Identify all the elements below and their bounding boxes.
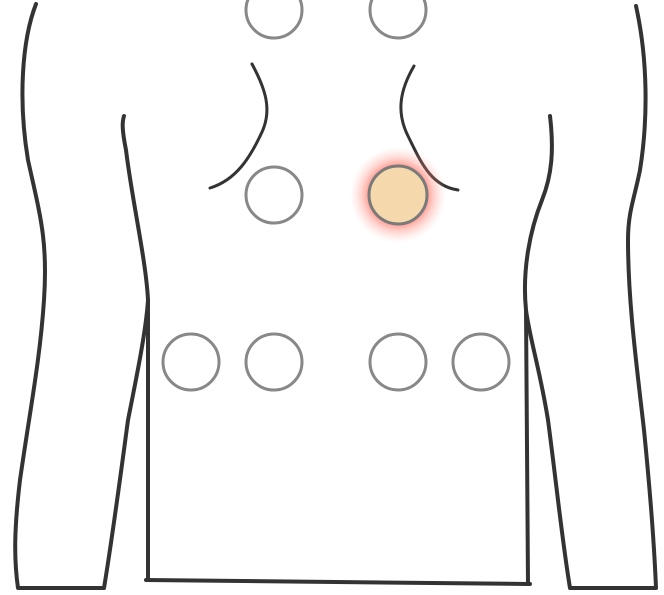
right-arm-inner-outline bbox=[526, 310, 528, 584]
left-ribcage-line bbox=[210, 64, 267, 188]
spot-middle-right-selected[interactable] bbox=[369, 166, 427, 224]
spot-upper-left[interactable] bbox=[246, 0, 302, 38]
waist-outline bbox=[146, 580, 530, 584]
spot-lower-far-left[interactable] bbox=[163, 334, 219, 390]
spot-lower-right[interactable] bbox=[370, 334, 426, 390]
spot-upper-right[interactable] bbox=[370, 0, 426, 38]
left-torso-outline bbox=[15, 4, 148, 588]
spot-middle-left[interactable] bbox=[246, 167, 302, 223]
spot-lower-left[interactable] bbox=[246, 334, 302, 390]
spot-lower-far-right[interactable] bbox=[453, 334, 509, 390]
right-torso-outline bbox=[525, 6, 656, 588]
